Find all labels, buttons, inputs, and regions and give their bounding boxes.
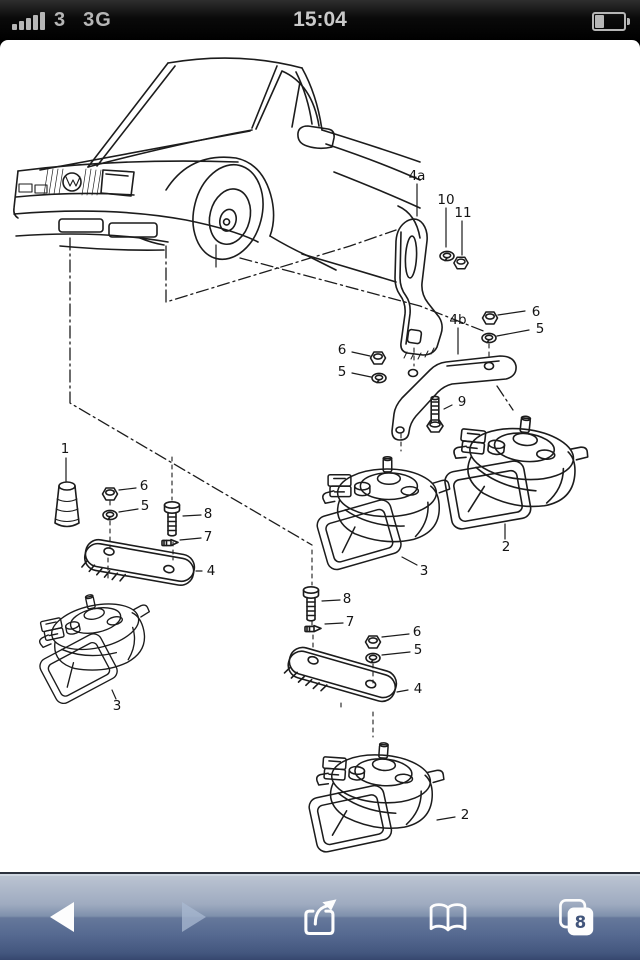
battery-icon bbox=[592, 12, 630, 31]
clock-label: 15:04 bbox=[293, 8, 347, 31]
signal-strength-icon bbox=[12, 10, 45, 30]
mounting-plate-left bbox=[79, 536, 198, 594]
callout-3-middle-label: 3 bbox=[420, 563, 429, 579]
callout-7-left-group-label: 7 bbox=[204, 529, 213, 545]
center-lines bbox=[69, 229, 514, 546]
carrier-label: 3 bbox=[54, 8, 67, 31]
callout-labels: 1 2 2 3 3 4 4 4a 4b 5 5 5 5 6 6 6 6 7 7 … bbox=[61, 168, 545, 823]
pages-button[interactable]: 8 bbox=[536, 881, 616, 953]
web-page-content: 1 2 2 3 3 4 4 4a 4b 5 5 5 5 6 6 6 6 7 7 … bbox=[0, 40, 640, 872]
washer-5-left-group bbox=[102, 509, 118, 521]
bolt-8-left-group bbox=[163, 500, 181, 537]
browser-toolbar: 8 bbox=[0, 872, 640, 960]
bolt-8-middle-group bbox=[302, 585, 320, 622]
back-button[interactable] bbox=[24, 881, 104, 953]
callout-2-bottom-label: 2 bbox=[461, 807, 470, 823]
bookmarks-book-icon bbox=[429, 903, 467, 932]
callout-8-left-group-label: 8 bbox=[204, 506, 213, 522]
callout-10-label: 10 bbox=[437, 192, 454, 208]
callout-11-label: 11 bbox=[454, 205, 471, 221]
nut-11 bbox=[453, 256, 469, 270]
horn-right bbox=[436, 407, 593, 545]
nut-6-mid-left bbox=[369, 351, 387, 365]
callout-6-upper-right-label: 6 bbox=[532, 304, 541, 320]
callout-4a-label: 4a bbox=[409, 168, 426, 184]
car-illustration bbox=[13, 57, 421, 283]
callout-5-middle-group-label: 5 bbox=[414, 642, 423, 658]
network-type-label: 3G bbox=[83, 8, 112, 31]
callout-4-middle-label: 4 bbox=[414, 681, 423, 697]
leader-lines bbox=[65, 183, 530, 821]
bookmarks-button[interactable] bbox=[408, 881, 488, 953]
status-bar: 3 3G 15:04 bbox=[0, 0, 640, 40]
washer-10 bbox=[439, 250, 455, 262]
parts-diagram: 1 2 2 3 3 4 4 4a 4b 5 5 5 5 6 6 6 6 7 7 … bbox=[13, 57, 593, 863]
mounting-plate-middle bbox=[281, 643, 401, 712]
share-button[interactable] bbox=[280, 881, 360, 953]
screw-7-middle-group bbox=[304, 624, 322, 633]
screw-7-left-group bbox=[161, 538, 179, 547]
cone-part-1 bbox=[54, 481, 80, 528]
tabs-count-label: 8 bbox=[575, 913, 587, 932]
callout-9-label: 9 bbox=[458, 394, 467, 410]
callout-4-left-label: 4 bbox=[207, 563, 216, 579]
mounting-strap-4b bbox=[391, 355, 517, 441]
callout-2-right-label: 2 bbox=[502, 539, 511, 555]
tab-pages-icon: 8 bbox=[559, 899, 594, 936]
callout-5-left-group-label: 5 bbox=[141, 498, 150, 514]
axis-dashes bbox=[107, 343, 490, 738]
horn-bottom-left bbox=[24, 582, 166, 710]
mounting-bracket-4a bbox=[394, 218, 443, 360]
callout-6-middle-group-label: 6 bbox=[413, 624, 422, 640]
callout-4b-label: 4b bbox=[449, 312, 466, 328]
nut-6-upper-right bbox=[481, 311, 499, 325]
washer-5-upper-right bbox=[481, 332, 497, 344]
back-arrow-icon bbox=[50, 902, 74, 932]
horn-bottom bbox=[302, 737, 447, 863]
washer-5-middle-group bbox=[365, 652, 381, 664]
callout-5-upper-right-label: 5 bbox=[536, 321, 545, 337]
forward-arrow-icon bbox=[182, 902, 206, 932]
callout-6-left-group-label: 6 bbox=[140, 478, 149, 494]
callout-6-mid-left-label: 6 bbox=[338, 342, 347, 358]
nut-6-middle-group bbox=[364, 635, 382, 649]
callout-7-middle-group-label: 7 bbox=[346, 614, 355, 630]
horn-middle bbox=[314, 455, 451, 573]
callout-5-mid-left-label: 5 bbox=[338, 364, 347, 380]
callout-1-label: 1 bbox=[61, 441, 70, 457]
share-icon bbox=[304, 899, 337, 935]
washer-5-mid-left bbox=[371, 372, 387, 384]
callout-3-bottom-left-label: 3 bbox=[113, 698, 122, 714]
nut-6-left-group bbox=[101, 487, 119, 501]
forward-button[interactable] bbox=[152, 881, 232, 953]
callout-8-middle-group-label: 8 bbox=[343, 591, 352, 607]
